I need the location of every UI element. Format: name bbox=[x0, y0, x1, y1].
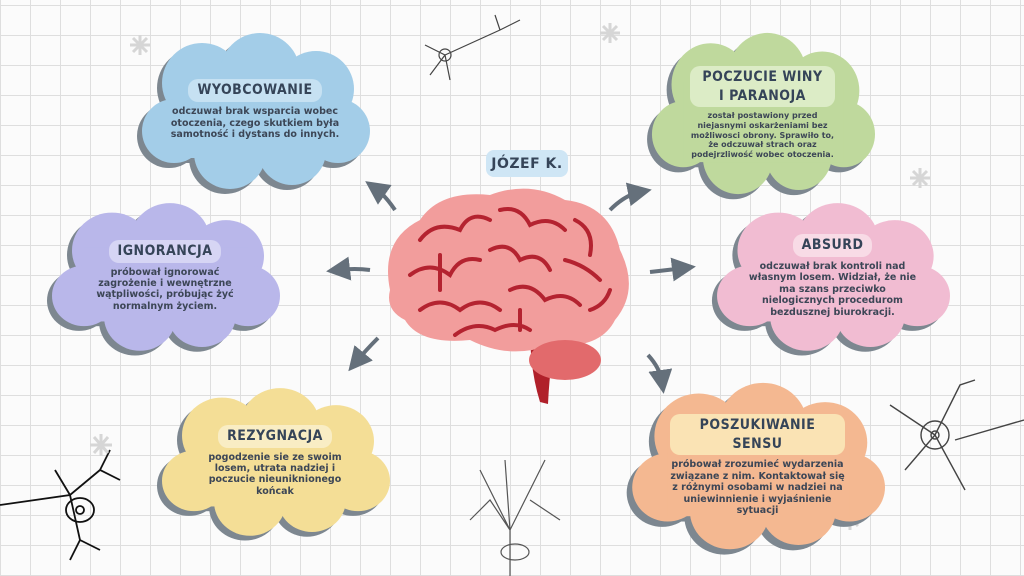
neuron-icon-right bbox=[889, 379, 1024, 491]
brain-folds bbox=[408, 207, 612, 337]
arrow-to-poszukiwanie-sensu bbox=[646, 353, 673, 394]
arrow-to-ignorancja bbox=[326, 256, 371, 281]
cloud-title: ABSURD bbox=[792, 234, 873, 257]
neuron-icon-top bbox=[424, 14, 521, 81]
cloud-title: IGNORANCJA bbox=[108, 239, 222, 263]
cloud-text: został postawiony przed niejasnymi oskar… bbox=[690, 111, 835, 159]
cloud-rezygnacja: REZYGNACJA pogodzenie sie ze swoim losem,… bbox=[157, 388, 390, 541]
neuron-icon-left bbox=[0, 449, 121, 561]
cloud-title: POSZUKIWANIE SENSU bbox=[670, 413, 845, 456]
cloud-absurd: ABSURD odczuwał brak kontroli nad własnym… bbox=[711, 203, 950, 356]
cloud-text: odczuwał brak wsparcia wobec otoczenia, … bbox=[170, 106, 340, 141]
cloud-wyobcowanie: WYOBCOWANIE odczuwał brak wsparcia wobec … bbox=[137, 33, 370, 194]
arrow-to-wyobcowanie bbox=[365, 181, 397, 212]
brain-icon bbox=[388, 188, 629, 404]
cloud-text: odczuwał brak kontroli nad własnym losem… bbox=[748, 260, 917, 318]
cerebellum bbox=[529, 340, 601, 380]
cloud-title: POCZUCIE WINY I PARANOJA bbox=[690, 65, 835, 108]
cloud-text: próbował zrozumieć wydarzenia związane z… bbox=[670, 459, 845, 516]
arrow-to-rezygnacja bbox=[348, 336, 380, 372]
cloud-title: REZYGNACJA bbox=[218, 424, 332, 448]
cloud-text: pogodzenie sie ze swoim losem, utrata na… bbox=[208, 451, 342, 497]
cloud-ignorancja: IGNORANCJA próbował ignorować zagrożenie … bbox=[47, 203, 280, 356]
neuron-icon-bottom bbox=[469, 459, 561, 576]
arrow-to-absurd bbox=[649, 257, 696, 282]
arrow-to-poczucie-winy bbox=[608, 182, 652, 212]
cloud-text: próbował ignorować zagrożenie i wewnętrz… bbox=[96, 266, 234, 312]
cloud-title: WYOBCOWANIE bbox=[188, 79, 322, 103]
center-label: JÓZEF K. bbox=[486, 150, 568, 177]
